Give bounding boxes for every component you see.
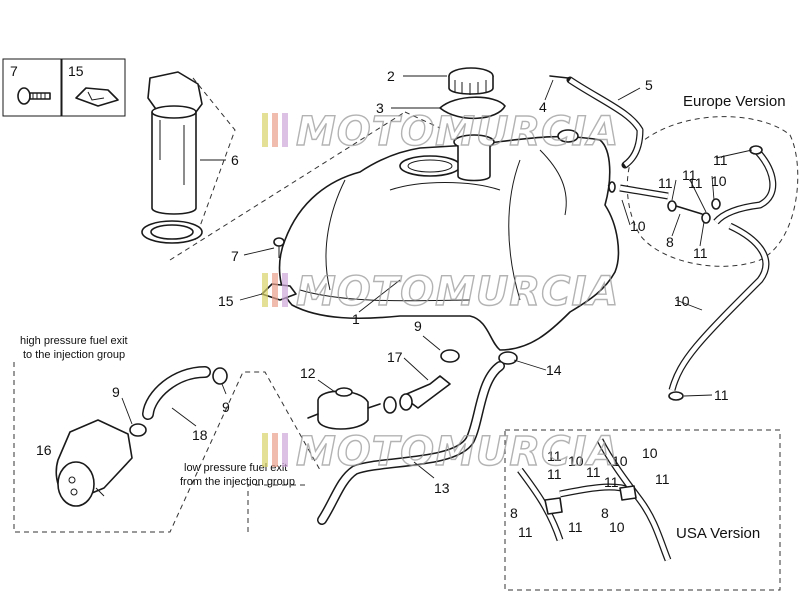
fuel-pump-unit (141, 71, 203, 244)
usa-version-box (504, 429, 781, 591)
callout-10-eu-short: 10 (630, 218, 646, 234)
callout-13: 13 (434, 480, 450, 496)
callout-11-usa-d: 11 (604, 474, 619, 490)
callout-6: 6 (231, 152, 239, 168)
bolt-inset-box (2, 58, 62, 117)
callout-12: 12 (300, 365, 316, 381)
bolt-icon (17, 87, 51, 105)
callout-11-usa-g: 11 (568, 519, 583, 535)
low-pressure-note-line1: low pressure fuel exit (184, 462, 287, 474)
watermark-top: MOTOMURCIA (262, 108, 619, 156)
low-pressure-guide (247, 484, 305, 532)
pump-guide-line (192, 77, 236, 241)
callout-8-eu: 8 (666, 234, 674, 250)
fuel-tank (278, 129, 620, 351)
callout-9-union: 9 (414, 318, 422, 334)
vent-fitting (549, 75, 569, 79)
callout-18: 18 (192, 427, 208, 443)
fuel-cap (448, 67, 494, 95)
tank-bolt (273, 237, 285, 258)
clamp-9-lower (129, 423, 147, 437)
callout-7: 7 (231, 248, 239, 264)
callout-10-usa-a: 10 (568, 453, 584, 469)
europe-tee-fitting (675, 205, 703, 215)
clamp-ring (701, 212, 711, 224)
callout-11-drain: 11 (714, 387, 729, 403)
callout-11-eu-mid: 11 (682, 167, 697, 183)
clamp-14 (498, 351, 518, 365)
callout-11-usa-f: 11 (518, 524, 533, 540)
bolt-inset-label: 7 (10, 63, 18, 79)
callout-16: 16 (36, 442, 52, 458)
callout-14: 14 (546, 362, 562, 378)
europe-version-outline (626, 116, 799, 267)
watermark-text: MOTOMURCIA (296, 269, 619, 315)
callout-17: 17 (387, 349, 403, 365)
usa-version-label: USA Version (676, 525, 760, 542)
clamp-9-union (440, 349, 460, 363)
callout-15: 15 (218, 293, 234, 309)
callout-2: 2 (387, 68, 395, 84)
callout-11-eu-top: 11 (713, 152, 728, 168)
cap-guide-line (169, 111, 441, 261)
clamp-ring (668, 391, 684, 401)
callout-11-usa-a: 11 (547, 448, 562, 464)
callout-10-eu-loop: 10 (711, 173, 727, 189)
high-pressure-note-line2: to the injection group (23, 349, 125, 361)
clamp-ring (608, 181, 616, 193)
callout-9-upper: 9 (222, 399, 230, 415)
callout-3: 3 (376, 100, 384, 116)
callout-11-usa-e: 11 (655, 471, 670, 487)
fuel-filter-12 (307, 387, 381, 430)
callout-1: 1 (352, 311, 360, 327)
callout-10-drain: 10 (674, 293, 690, 309)
callout-10-usa-d: 10 (609, 519, 625, 535)
usa-tee-left (544, 497, 563, 515)
callout-11-usa-b: 11 (547, 466, 562, 482)
callout-4: 4 (539, 99, 547, 115)
watermark-bottom: MOTOMURCIA (262, 428, 619, 476)
clamp-9-upper (212, 367, 228, 385)
cap-gasket (439, 96, 506, 120)
filler-neck (453, 134, 495, 182)
clip-inset-box (61, 58, 126, 117)
callout-11-eu-mid2: 11 (688, 175, 703, 191)
callout-11-eu-left: 11 (658, 175, 673, 191)
clamp-ring (711, 198, 721, 210)
clip-inset-label: 15 (68, 63, 84, 79)
callout-5: 5 (645, 77, 653, 93)
union-17 (399, 375, 451, 411)
clip-icon (75, 87, 119, 107)
callout-11-eu-bottom: 11 (693, 245, 708, 261)
callout-11-usa-c: 11 (586, 464, 601, 480)
callout-10-usa-c: 10 (642, 445, 658, 461)
usa-tee-right (619, 485, 637, 501)
callout-9-lower: 9 (112, 384, 120, 400)
watermark-middle: MOTOMURCIA (262, 268, 619, 316)
fuel-pump-16 (55, 419, 133, 507)
clamp-ring (667, 200, 677, 212)
callout-8-usa-right: 8 (601, 505, 609, 521)
callout-10-usa-b: 10 (612, 453, 628, 469)
europe-version-label: Europe Version (683, 93, 786, 110)
low-pressure-note-line2: from the injection group (180, 476, 295, 488)
high-pressure-note-line1: high pressure fuel exit (20, 335, 128, 347)
watermark-text: MOTOMURCIA (296, 109, 619, 155)
callout-8-usa-left: 8 (510, 505, 518, 521)
filter-clamp (383, 396, 397, 414)
high-pressure-guide (13, 362, 321, 533)
watermark-text: MOTOMURCIA (296, 429, 619, 475)
